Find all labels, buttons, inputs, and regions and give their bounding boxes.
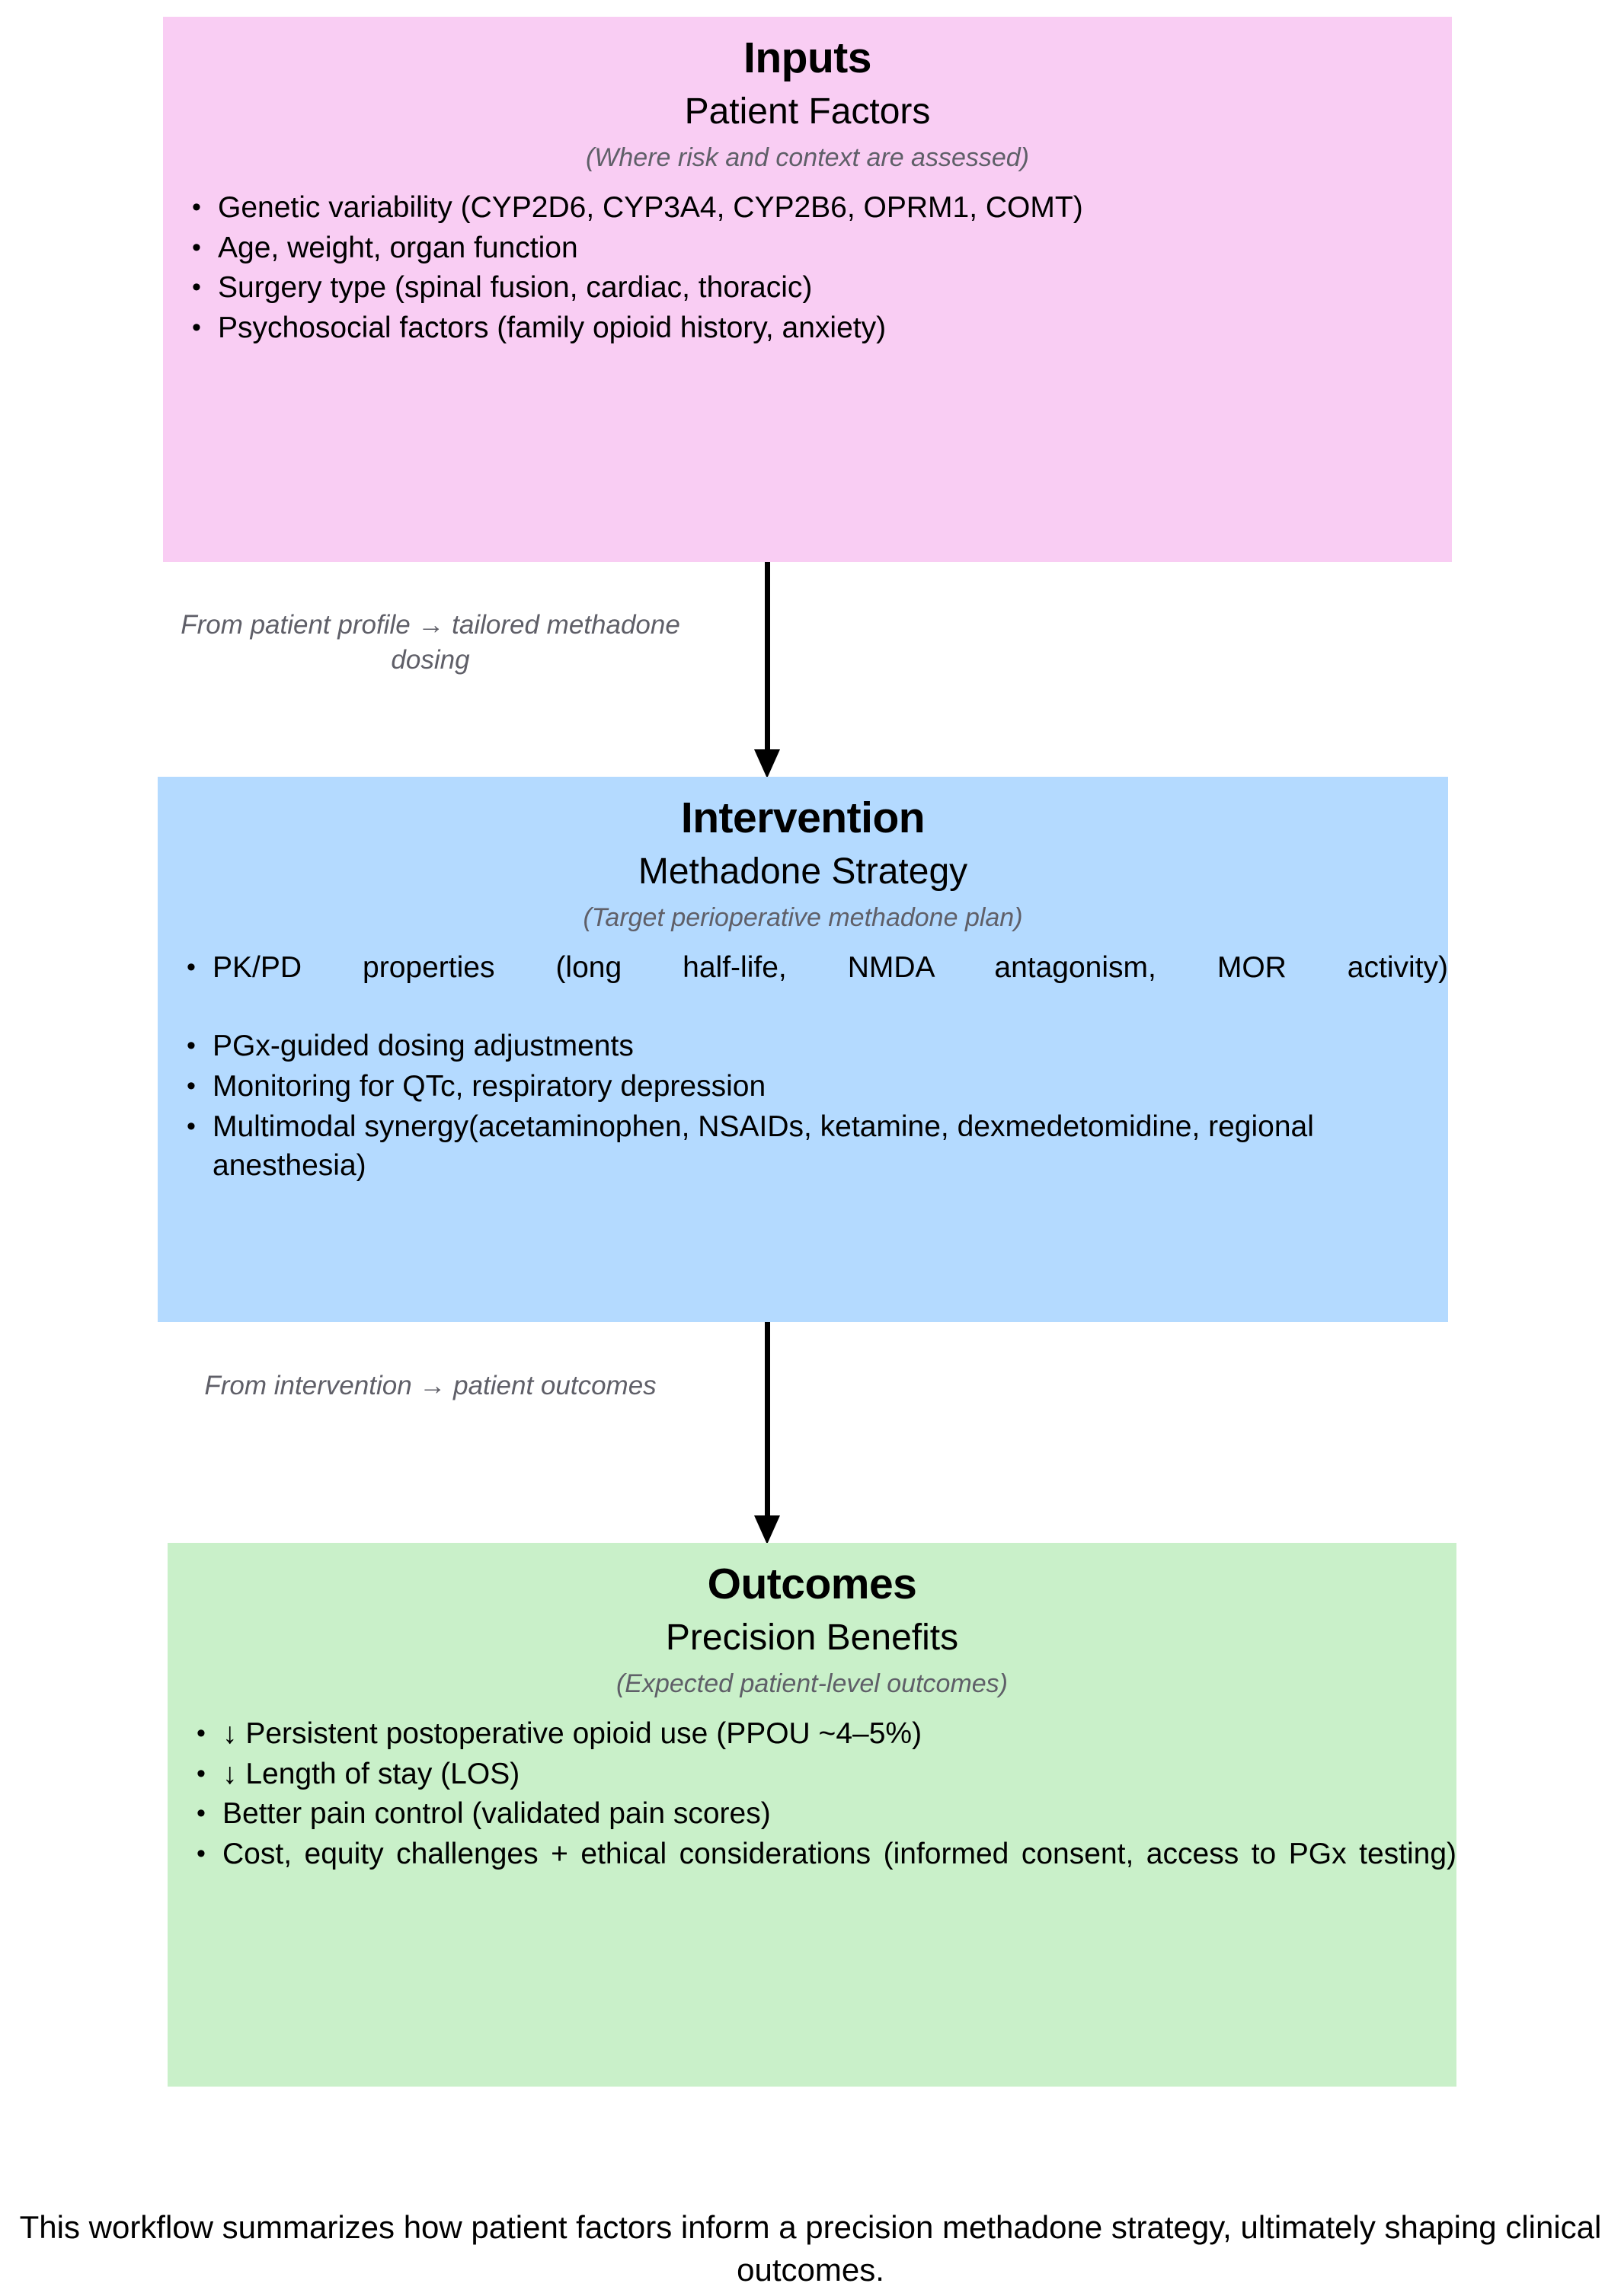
arrow-inputs-to-intervention-icon bbox=[754, 562, 780, 778]
list-item: PGx-guided dosing adjustments bbox=[158, 1027, 1448, 1066]
arrow-shaft bbox=[765, 1322, 770, 1517]
stage-outcomes-subtitle: Precision Benefits bbox=[665, 1617, 959, 1658]
arrow-label-intervention-to-outcomes: From intervention → patient outcomes bbox=[204, 1371, 657, 1400]
stage-intervention-subtitle: Methadone Strategy bbox=[638, 851, 968, 892]
stage-inputs-hint: (Where risk and context are assessed) bbox=[585, 143, 1030, 173]
stage-outcomes-title: Outcomes bbox=[707, 1560, 917, 1608]
list-item: Monitoring for QTc, respiratory depressi… bbox=[158, 1068, 1448, 1106]
list-item: PK/PD properties (long half-life, NMDA a… bbox=[158, 949, 1448, 1026]
stage-inputs-title: Inputs bbox=[743, 34, 871, 82]
list-item: Genetic variability (CYP2D6, CYP3A4, CYP… bbox=[163, 189, 1452, 228]
list-item: Age, weight, organ function bbox=[163, 229, 1452, 268]
arrow-head bbox=[754, 1515, 780, 1544]
stage-inputs-subtitle: Patient Factors bbox=[684, 91, 931, 132]
stage-inputs: Inputs Patient Factors (Where risk and c… bbox=[163, 17, 1452, 562]
arrow-shaft bbox=[765, 562, 770, 751]
stage-outcomes-bullet-list: ↓ Persistent postoperative opioid use (P… bbox=[168, 1700, 1456, 1912]
list-item: ↓ Persistent postoperative opioid use (P… bbox=[168, 1715, 1456, 1754]
list-item: Better pain control (validated pain scor… bbox=[168, 1795, 1456, 1834]
list-item: Psychosocial factors (family opioid hist… bbox=[163, 309, 1452, 348]
arrow-label-inputs-to-intervention: From patient profile → tailored methadon… bbox=[181, 610, 680, 675]
stage-intervention-hint: (Target perioperative methadone plan) bbox=[583, 903, 1023, 933]
list-item: ↓ Length of stay (LOS) bbox=[168, 1755, 1456, 1794]
list-item: Multimodal synergy(acetaminophen, NSAIDs… bbox=[158, 1108, 1448, 1185]
arrow-intervention-to-outcomes-icon bbox=[754, 1322, 780, 1544]
list-item: Surgery type (spinal fusion, cardiac, th… bbox=[163, 269, 1452, 308]
figure-caption: This workflow summarizes how patient fac… bbox=[19, 2209, 1602, 2288]
stage-inputs-bullet-list: Genetic variability (CYP2D6, CYP3A4, CYP… bbox=[163, 174, 1452, 348]
stage-intervention-title: Intervention bbox=[680, 794, 926, 842]
stage-outcomes-hint: (Expected patient-level outcomes) bbox=[615, 1669, 1009, 1699]
stage-intervention: Intervention Methadone Strategy (Target … bbox=[158, 777, 1448, 1322]
list-item: Cost, equity challenges + ethical consid… bbox=[168, 1835, 1456, 1912]
stage-outcomes: Outcomes Precision Benefits (Expected pa… bbox=[168, 1543, 1456, 2087]
arrow-head bbox=[754, 749, 780, 778]
stage-intervention-bullet-list: PK/PD properties (long half-life, NMDA a… bbox=[158, 934, 1448, 1185]
